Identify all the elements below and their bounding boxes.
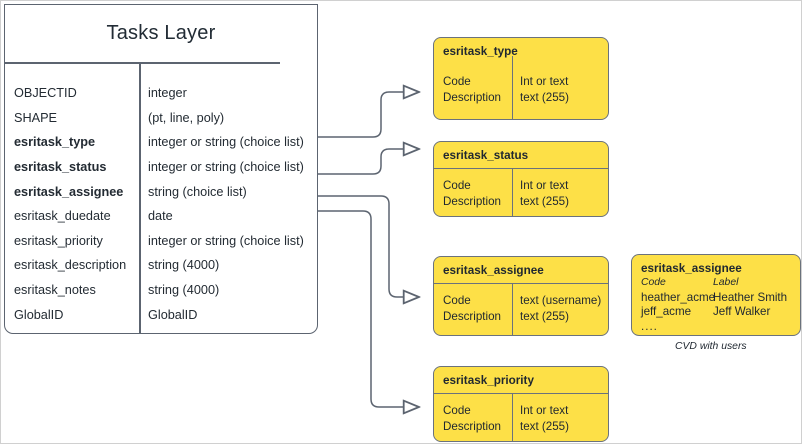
field-name: esritask_assignee [14, 184, 124, 199]
field-type: integer or string (choice list) [148, 160, 304, 175]
connector-to-status [318, 149, 419, 175]
field-row: SHAPE (pt, line, poly) [5, 106, 317, 131]
field-type: integer or string (choice list) [148, 233, 304, 248]
field-type: integer [148, 86, 187, 101]
field-type: integer or string (choice list) [148, 135, 304, 150]
domain-type-column: Int or text text (255) [512, 403, 569, 434]
field-row: esritask_status integer or string (choice… [5, 155, 317, 180]
cvd-code: jeff_acme [641, 305, 692, 318]
domain-type-column: text (username) text (255) [512, 293, 601, 324]
field-type: GlobalID [148, 307, 198, 322]
connector-to-type [318, 92, 419, 138]
cvd-header-row: Code Label [641, 276, 800, 291]
domain-field-type: text (255) [520, 194, 569, 208]
domain-field-type: text (255) [520, 90, 569, 104]
field-type: string (4000) [148, 258, 220, 273]
cvd-assignee-box: esritask_assignee Code Label heather_acm… [631, 254, 801, 336]
domain-column-divider [512, 393, 514, 441]
domain-header-divider [434, 393, 608, 395]
connector-to-priority [318, 210, 419, 407]
cvd-label: Heather Smith [713, 290, 788, 304]
domain-title: esritask_priority [443, 373, 534, 387]
domain-field-name: Description [443, 419, 501, 433]
title-divider [4, 62, 280, 64]
cvd-ellipsis: .... [641, 319, 658, 333]
field-name: esritask_notes [14, 283, 96, 298]
field-type: (pt, line, poly) [148, 110, 225, 125]
domain-column-divider [512, 168, 514, 216]
cvd-label: Jeff Walker [713, 305, 771, 318]
field-row: esritask_description string (4000) [5, 253, 317, 278]
connector-to-assignee [318, 195, 419, 297]
page-title: Tasks Layer [106, 22, 216, 44]
domain-field-name: Code [443, 75, 471, 88]
field-type: string (choice list) [148, 184, 247, 199]
field-row: esritask_type integer or string (choice l… [5, 130, 317, 155]
domain-field-name: Description [443, 90, 501, 104]
field-name: esritask_status [14, 160, 107, 175]
column-divider [139, 62, 141, 334]
domain-field-type: Int or text [520, 404, 569, 417]
field-name: esritask_duedate [14, 209, 111, 224]
field-row: esritask_priority integer or string (choi… [5, 229, 317, 254]
domain-field-name: Code [443, 404, 471, 417]
domain-field-type: text (username) [520, 294, 602, 307]
cvd-code: heather_acme [641, 290, 716, 304]
field-type: date [148, 209, 173, 224]
field-name: GlobalID [14, 307, 64, 322]
domain-field-type: text (255) [520, 309, 569, 323]
domain-title: esritask_status [443, 148, 529, 162]
cvd-row: jeff_acme Jeff Walker [641, 305, 800, 320]
domain-header-divider [434, 168, 608, 170]
domain-field-name: Description [443, 194, 501, 208]
field-name: esritask_priority [14, 233, 103, 248]
field-name: SHAPE [14, 110, 58, 125]
domain-field-type: text (255) [520, 419, 569, 433]
cvd-caption: CVD with users [675, 341, 747, 352]
cvd-title: esritask_assignee [641, 262, 742, 275]
field-row: GlobalID GlobalID [5, 302, 317, 327]
domain-field-type: Int or text [520, 75, 569, 88]
field-row: esritask_assignee string (choice list) [5, 179, 317, 204]
field-row: OBJECTID integer [5, 81, 317, 106]
cvd-header-label: Label [713, 277, 739, 288]
domain-title: esritask_type [443, 44, 518, 58]
domain-header-divider [434, 283, 608, 285]
domain-column-divider [512, 56, 514, 119]
domain-type-column: Int or text text (255) [512, 178, 569, 209]
domain-field-type: Int or text [520, 179, 569, 192]
field-row: esritask_notes string (4000) [5, 278, 317, 303]
domain-column-divider [512, 283, 514, 335]
field-type: string (4000) [148, 283, 220, 298]
domain-field-name: Code [443, 179, 471, 192]
domain-type-column: Int or text text (255) [512, 74, 569, 105]
field-name: esritask_description [14, 258, 127, 273]
domain-field-name: Code [443, 294, 471, 307]
field-row: esritask_duedate date [5, 204, 317, 229]
field-name: esritask_type [14, 135, 96, 150]
cvd-header-code: Code [641, 277, 666, 288]
domain-field-name: Description [443, 309, 501, 323]
field-name: OBJECTID [14, 86, 77, 101]
domain-title: esritask_assignee [443, 263, 544, 277]
